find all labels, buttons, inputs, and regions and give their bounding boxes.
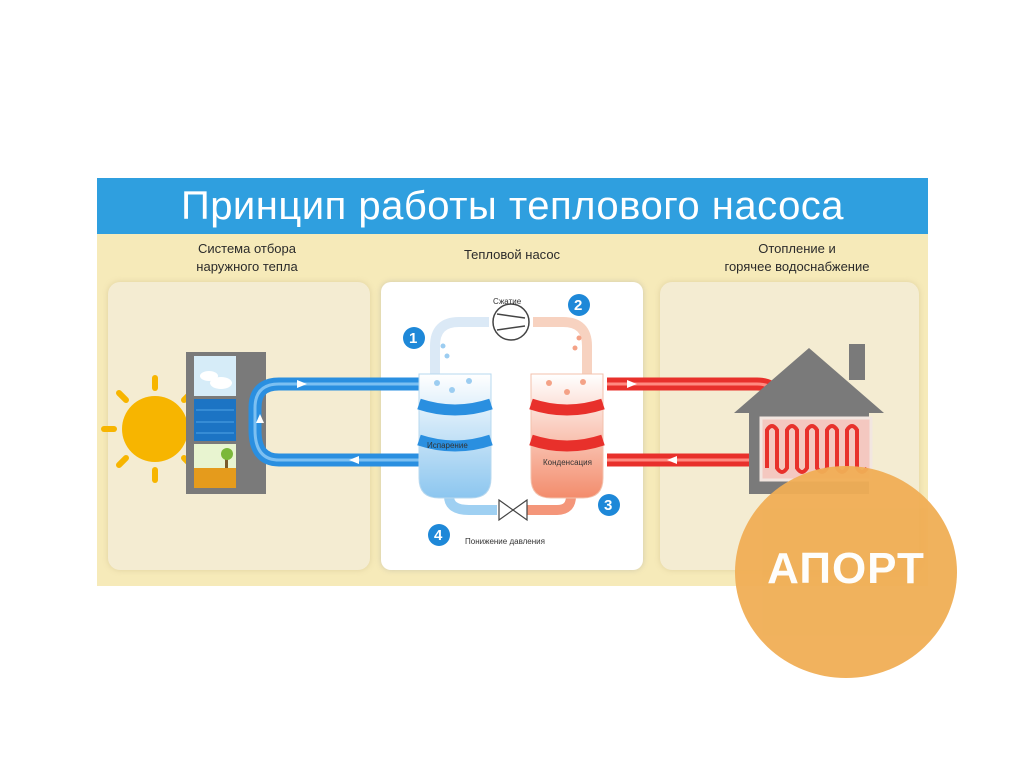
expansion-valve-icon [498,498,528,522]
column-label-line: горячее водоснабжение [724,259,870,274]
column-label-heating: Отопление и горячее водоснабжение [697,240,897,276]
column-label-line: наружного тепла [196,259,298,274]
stage-label-condensation: Конденсация [543,458,592,467]
column-label-line: Система отбора [197,241,296,256]
column-label-outside-heat: Система отбора наружного тепла [157,240,337,276]
stage-number: 1 [409,330,417,347]
compressor-icon [492,303,530,341]
sun-icon [101,375,194,483]
column-label-heat-pump: Тепловой насос [422,246,602,264]
stage-badge-2: 2 [568,294,590,316]
stage-label-pressure-drop: Понижение давления [465,537,545,546]
cold-loop-pipe-inner [253,382,427,462]
refrigerant-loop [430,317,592,515]
stage-number: 2 [574,297,582,314]
watermark-text: АПОРТ [767,544,925,593]
stage-label-evaporation: Испарение [427,441,468,450]
stage-number: 4 [434,527,443,544]
column-label-line: Тепловой насос [463,247,561,262]
heat-pump-banner: Принцип работы теплового насоса Система … [97,178,928,586]
stage-badge-1: 1 [403,327,425,349]
page-title: Принцип работы теплового насоса [97,178,928,234]
stage-badge-3: 3 [598,494,620,516]
column-label-line: Отопление и [758,241,836,256]
flow-arrows [256,380,783,464]
stage-badge-4: 4 [428,524,450,546]
stage-number: 3 [604,497,612,514]
cold-loop-pipe [248,377,427,467]
diagram-canvas: Испарение Конденсация Сжатие Понижение д… [101,294,884,546]
watermark-logo: АПОРТ [735,466,957,678]
stage-label-compression: Сжатие [493,297,522,306]
evaporator-tank: Испарение [417,343,493,499]
condenser-tank: Конденсация [529,335,605,499]
